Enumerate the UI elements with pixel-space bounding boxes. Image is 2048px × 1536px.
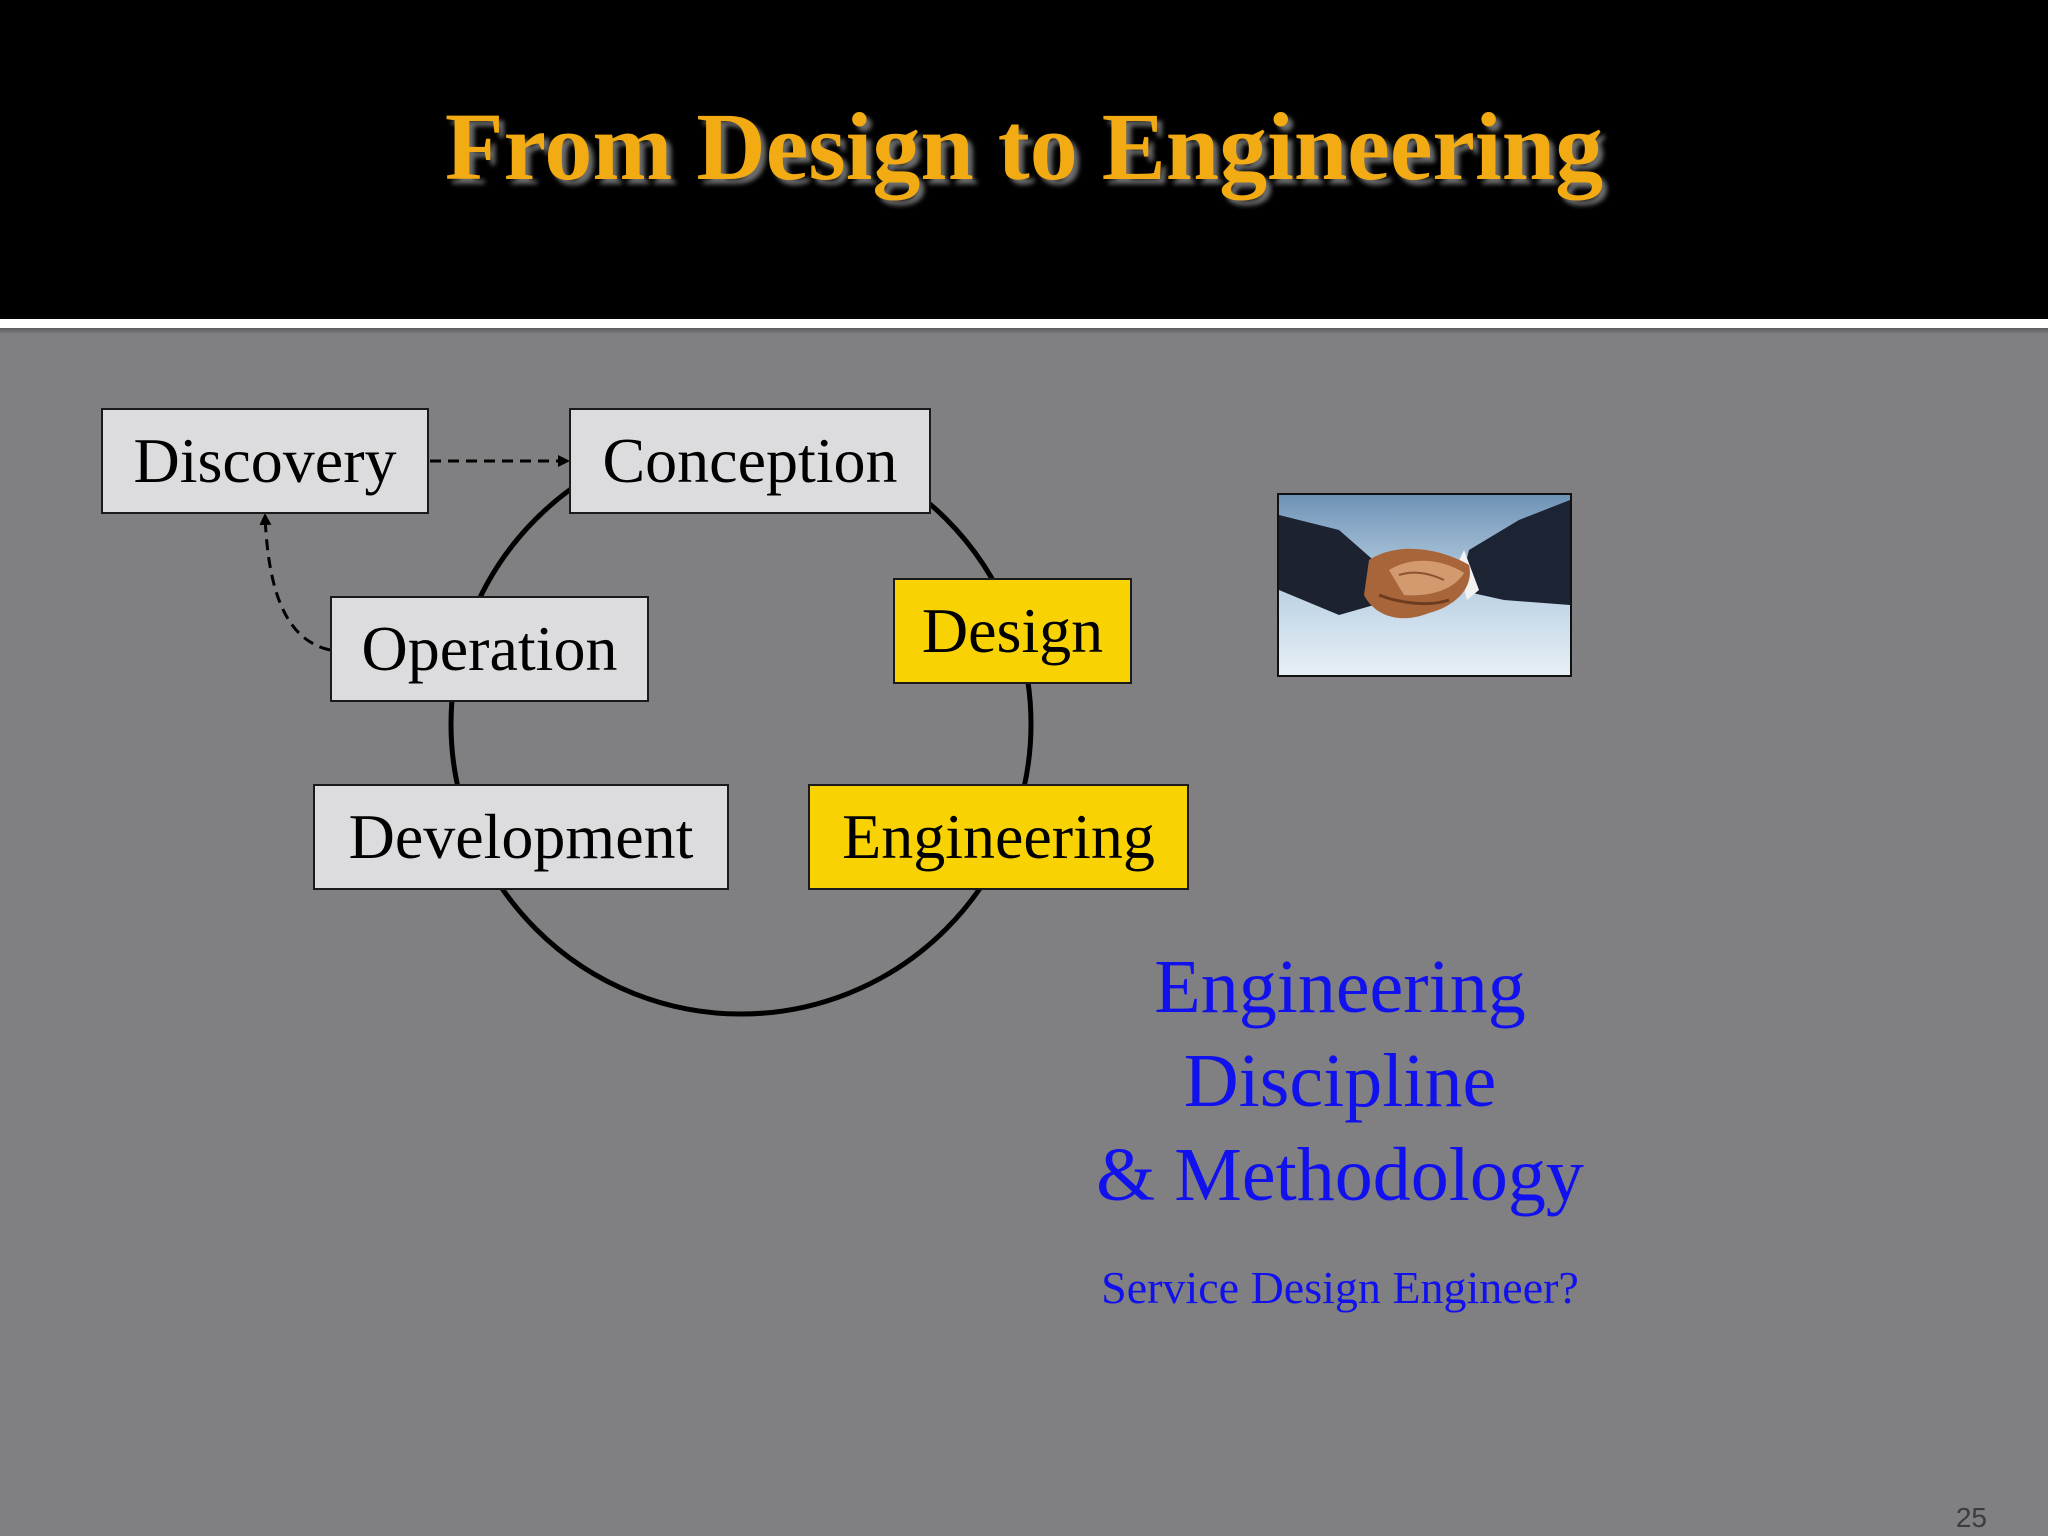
operation-to-discovery-arrow xyxy=(259,513,331,652)
handshake-icon xyxy=(1279,495,1570,675)
caption-block: Engineering Discipline & Methodology Ser… xyxy=(1040,940,1640,1318)
lifecycle-circle xyxy=(448,431,1034,1017)
page-number: 25 xyxy=(1955,1502,1987,1533)
stage-conception-label: Conception xyxy=(602,425,898,496)
stage-design: Design xyxy=(893,578,1132,684)
header-divider-shadow xyxy=(0,328,2048,334)
caption-line-methodology: & Methodology xyxy=(1096,1133,1584,1217)
stage-discovery: Discovery xyxy=(101,408,429,514)
caption-line-discipline: Discipline xyxy=(1183,1039,1497,1123)
stage-development: Development xyxy=(313,784,729,890)
handshake-photo xyxy=(1277,493,1572,677)
header-divider xyxy=(0,319,2048,328)
stage-engineering: Engineering xyxy=(808,784,1189,890)
stage-engineering-label: Engineering xyxy=(842,801,1155,872)
stage-operation: Operation xyxy=(330,596,649,702)
slide-title: From Design to Engineering xyxy=(444,93,1604,200)
caption-line-engineering: Engineering xyxy=(1154,945,1526,1029)
stage-operation-label: Operation xyxy=(361,613,618,684)
title-bar: From Design to Engineering xyxy=(0,0,2048,319)
stage-conception: Conception xyxy=(569,408,931,514)
caption-question: Service Design Engineer? xyxy=(1101,1262,1579,1313)
stage-design-label: Design xyxy=(921,595,1104,666)
stage-discovery-label: Discovery xyxy=(133,425,397,496)
stage-development-label: Development xyxy=(348,801,694,872)
